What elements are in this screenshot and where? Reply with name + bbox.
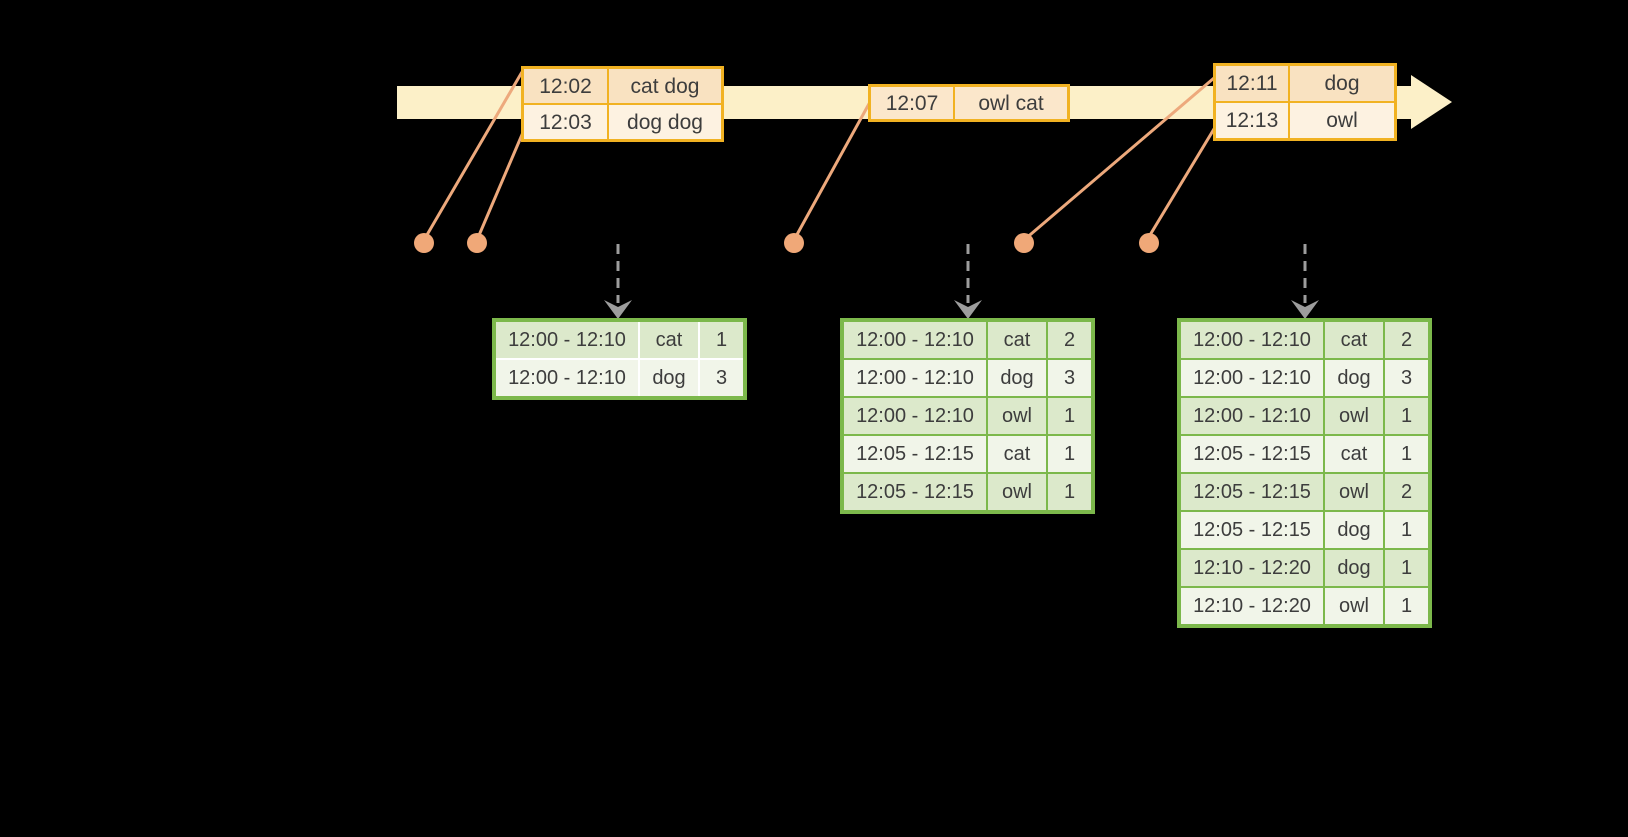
event-leader-line [475,129,526,241]
result-cell-count: 1 [1048,398,1091,434]
result-cell-word: owl [988,398,1046,434]
event-box-2: 12:07 owl cat [868,84,1070,122]
result-cell-word: cat [1325,322,1383,358]
event-words: dog [1290,66,1394,101]
event-words: owl cat [955,87,1067,119]
result-cell-word: dog [1325,360,1383,396]
result-cell-count: 3 [1048,360,1091,396]
event-leader-lines [422,71,1219,242]
result-cell-count: 1 [1385,588,1428,624]
result-cell-window: 12:10 - 12:20 [1181,550,1323,586]
result-cell-count: 3 [700,360,743,396]
result-cell-window: 12:05 - 12:15 [1181,474,1323,510]
result-cell-window: 12:05 - 12:15 [1181,436,1323,472]
event-dot [784,233,804,253]
result-cell-count: 1 [1385,512,1428,548]
event-leader-line [792,101,872,241]
result-cell-window: 12:05 - 12:15 [844,474,986,510]
result-cell-window: 12:00 - 12:10 [844,398,986,434]
event-dot [1014,233,1034,253]
result-cell-window: 12:00 - 12:10 [1181,398,1323,434]
result-cell-count: 1 [1048,436,1091,472]
result-cell-window: 12:00 - 12:10 [496,360,638,396]
result-cell-word: cat [640,322,698,358]
result-cell-count: 1 [1048,474,1091,510]
trigger-arrow-icon [604,300,632,319]
result-cell-count: 1 [700,322,743,358]
event-time: 12:03 [524,105,607,139]
result-cell-word: dog [640,360,698,396]
result-cell-window: 12:00 - 12:10 [496,322,638,358]
event-dots [414,233,1159,253]
result-cell-window: 12:00 - 12:10 [844,360,986,396]
result-cell-word: dog [1325,512,1383,548]
event-time: 12:02 [524,69,607,103]
result-cell-count: 1 [1385,550,1428,586]
trigger-arrow-icon [954,300,982,319]
event-dot [414,233,434,253]
result-table-1: 12:00 - 12:10 cat 1 12:00 - 12:10 dog 3 [492,318,747,400]
result-cell-window: 12:05 - 12:15 [844,436,986,472]
result-cell-count: 1 [1385,398,1428,434]
result-cell-word: cat [1325,436,1383,472]
result-cell-window: 12:00 - 12:10 [844,322,986,358]
event-box-3: 12:11 dog 12:13 owl [1213,63,1397,141]
result-cell-count: 2 [1385,322,1428,358]
result-cell-count: 2 [1385,474,1428,510]
trigger-arrows [604,244,1319,319]
result-table-2: 12:00 - 12:10 cat 2 12:00 - 12:10 dog 3 … [840,318,1095,514]
event-time: 12:07 [871,87,953,119]
result-cell-window: 12:10 - 12:20 [1181,588,1323,624]
result-cell-word: owl [1325,398,1383,434]
event-box-1: 12:02 cat dog 12:03 dog dog [521,66,724,142]
result-cell-word: owl [1325,588,1383,624]
event-dot [1139,233,1159,253]
result-cell-word: cat [988,436,1046,472]
event-leader-line [1023,76,1215,242]
result-cell-count: 2 [1048,322,1091,358]
result-cell-word: owl [1325,474,1383,510]
result-cell-count: 1 [1385,436,1428,472]
event-time: 12:11 [1216,66,1288,101]
event-time: 12:13 [1216,103,1288,138]
trigger-arrow-icon [1291,300,1319,319]
result-cell-window: 12:05 - 12:15 [1181,512,1323,548]
result-table-3: 12:00 - 12:10 cat 2 12:00 - 12:10 dog 3 … [1177,318,1432,628]
result-cell-word: owl [988,474,1046,510]
result-cell-window: 12:00 - 12:10 [1181,322,1323,358]
event-leader-line [422,71,524,241]
result-cell-word: dog [988,360,1046,396]
event-dot [467,233,487,253]
result-cell-word: dog [1325,550,1383,586]
timeline-arrowhead-icon [1411,75,1452,129]
event-words: owl [1290,103,1394,138]
result-cell-count: 3 [1385,360,1428,396]
result-cell-word: cat [988,322,1046,358]
result-cell-window: 12:00 - 12:10 [1181,360,1323,396]
event-words: dog dog [609,105,721,139]
event-leader-line [1145,123,1219,241]
event-words: cat dog [609,69,721,103]
